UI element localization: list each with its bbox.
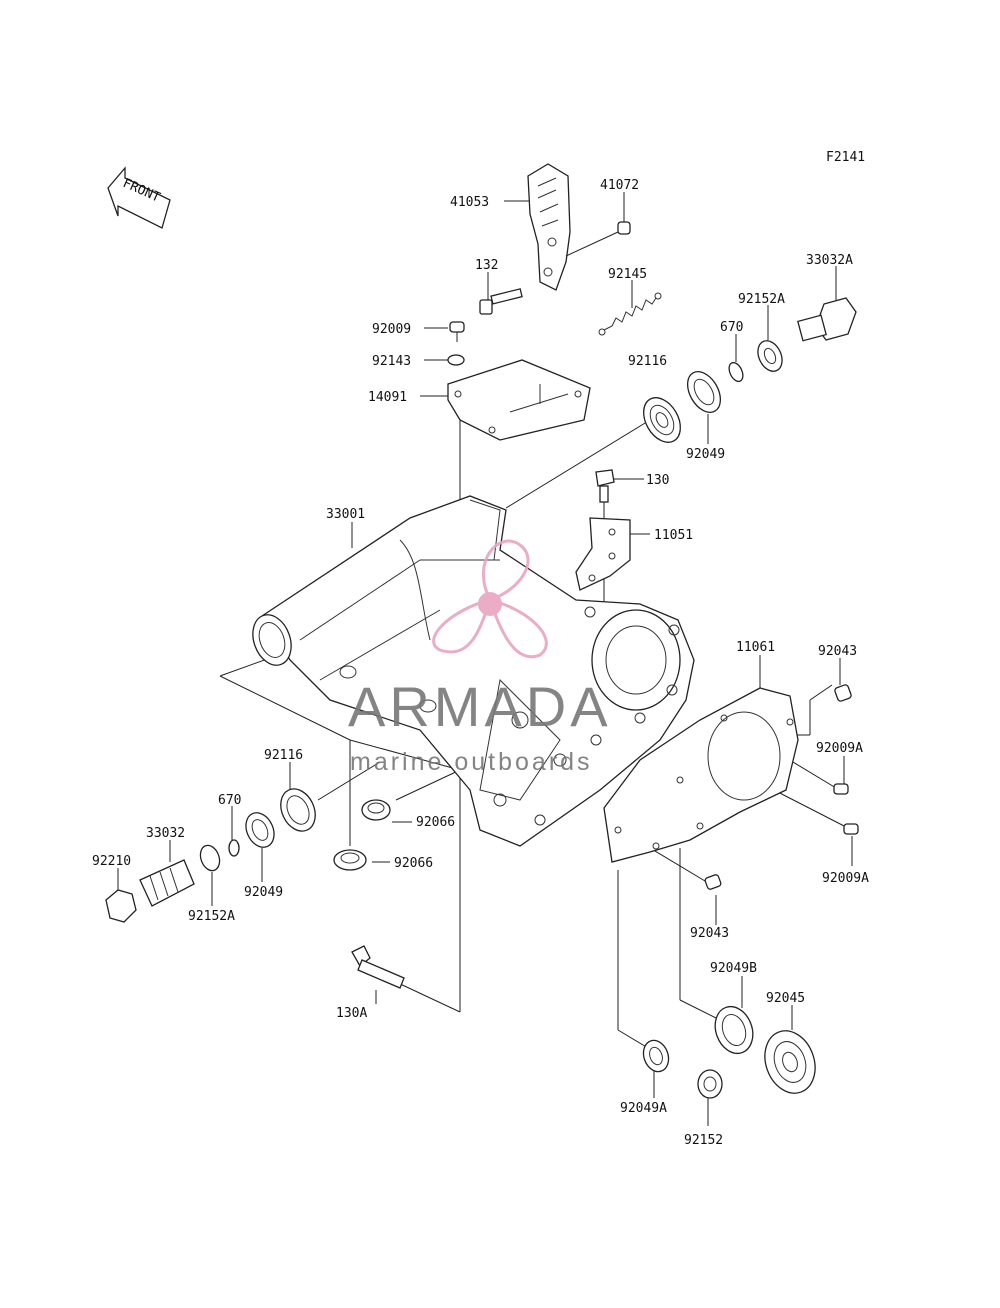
spring-92145 (598, 292, 662, 336)
bolt-130A (351, 945, 405, 989)
front-arrow-icon: FRONT (107, 166, 171, 229)
housing-33001 (252, 495, 695, 847)
bearing-92116-left (280, 788, 316, 832)
seal-92049-left (245, 812, 275, 848)
label-92152A-top: 92152A (738, 292, 785, 307)
watermark-tagline: marine outboards (350, 748, 593, 776)
label-14091: 14091 (368, 390, 407, 405)
seal-92066-2 (333, 849, 367, 871)
bolt-132 (479, 288, 523, 315)
label-92009: 92009 (372, 322, 411, 337)
collar-92152A-top (757, 340, 783, 372)
label-92049A: 92049A (620, 1101, 667, 1116)
label-92152: 92152 (684, 1133, 723, 1148)
cover-plate-14091 (447, 359, 591, 441)
label-92066-2: 92066 (394, 856, 433, 871)
label-92145: 92145 (608, 267, 647, 282)
label-92043-top: 92043 (818, 644, 857, 659)
label-92143: 92143 (372, 354, 411, 369)
seal-92049-top (686, 371, 722, 413)
bolt-130 (595, 469, 615, 503)
dowel-92043-bottom (704, 874, 722, 890)
label-92045: 92045 (766, 991, 805, 1006)
seal-92066-1 (361, 799, 391, 821)
label-33032A: 33032A (806, 253, 853, 268)
bolt-41072 (565, 221, 631, 257)
label-33032: 33032 (146, 826, 185, 841)
propeller-logo-icon (432, 539, 548, 659)
label-92043-bottom: 92043 (690, 926, 729, 941)
label-11051: 11051 (654, 528, 693, 543)
collar-92152A-left (199, 844, 221, 872)
screw-92009A-1 (833, 783, 849, 795)
label-41072: 41072 (600, 178, 639, 193)
label-670-left: 670 (218, 793, 241, 808)
label-130A: 130A (336, 1006, 367, 1021)
nut-92210 (105, 889, 137, 923)
label-92210: 92210 (92, 854, 131, 869)
circlip-670-top (728, 361, 744, 383)
label-132: 132 (475, 258, 498, 273)
watermark-name: ARMADA (348, 675, 612, 738)
label-11061: 11061 (736, 640, 775, 655)
label-41053: 41053 (450, 195, 489, 210)
label-92066-1: 92066 (416, 815, 455, 830)
label-130: 130 (646, 473, 669, 488)
bearing-92045 (764, 1030, 816, 1094)
collar-92152 (697, 1069, 723, 1099)
armada-watermark: ARMADA marine outboards (348, 539, 612, 776)
adjuster-33032 (139, 859, 195, 907)
screw-92009 (449, 321, 465, 333)
label-92049-left: 92049 (244, 885, 283, 900)
label-92009A-2: 92009A (822, 871, 869, 886)
seal-92049A (642, 1039, 670, 1073)
screw-92009A-2 (843, 823, 859, 835)
shift-lever-41053 (527, 163, 571, 291)
label-92152A-left: 92152A (188, 909, 235, 924)
bracket-11051 (575, 517, 631, 591)
label-670-top: 670 (720, 320, 743, 335)
adjuster-33032A (797, 297, 857, 342)
washer-92143 (447, 354, 465, 366)
bearing-92116-top (643, 397, 681, 443)
label-33001: 33001 (326, 507, 365, 522)
figure-code: F2141 (826, 150, 865, 165)
label-92116-left: 92116 (264, 748, 303, 763)
dowel-92043-top (834, 684, 852, 702)
label-92049B: 92049B (710, 961, 757, 976)
gasket-11061 (603, 687, 799, 863)
label-92049-top: 92049 (686, 447, 725, 462)
label-92009A-1: 92009A (816, 741, 863, 756)
seal-92049B (714, 1005, 754, 1055)
label-92116-top: 92116 (628, 354, 667, 369)
circlip-670-left (228, 839, 240, 857)
